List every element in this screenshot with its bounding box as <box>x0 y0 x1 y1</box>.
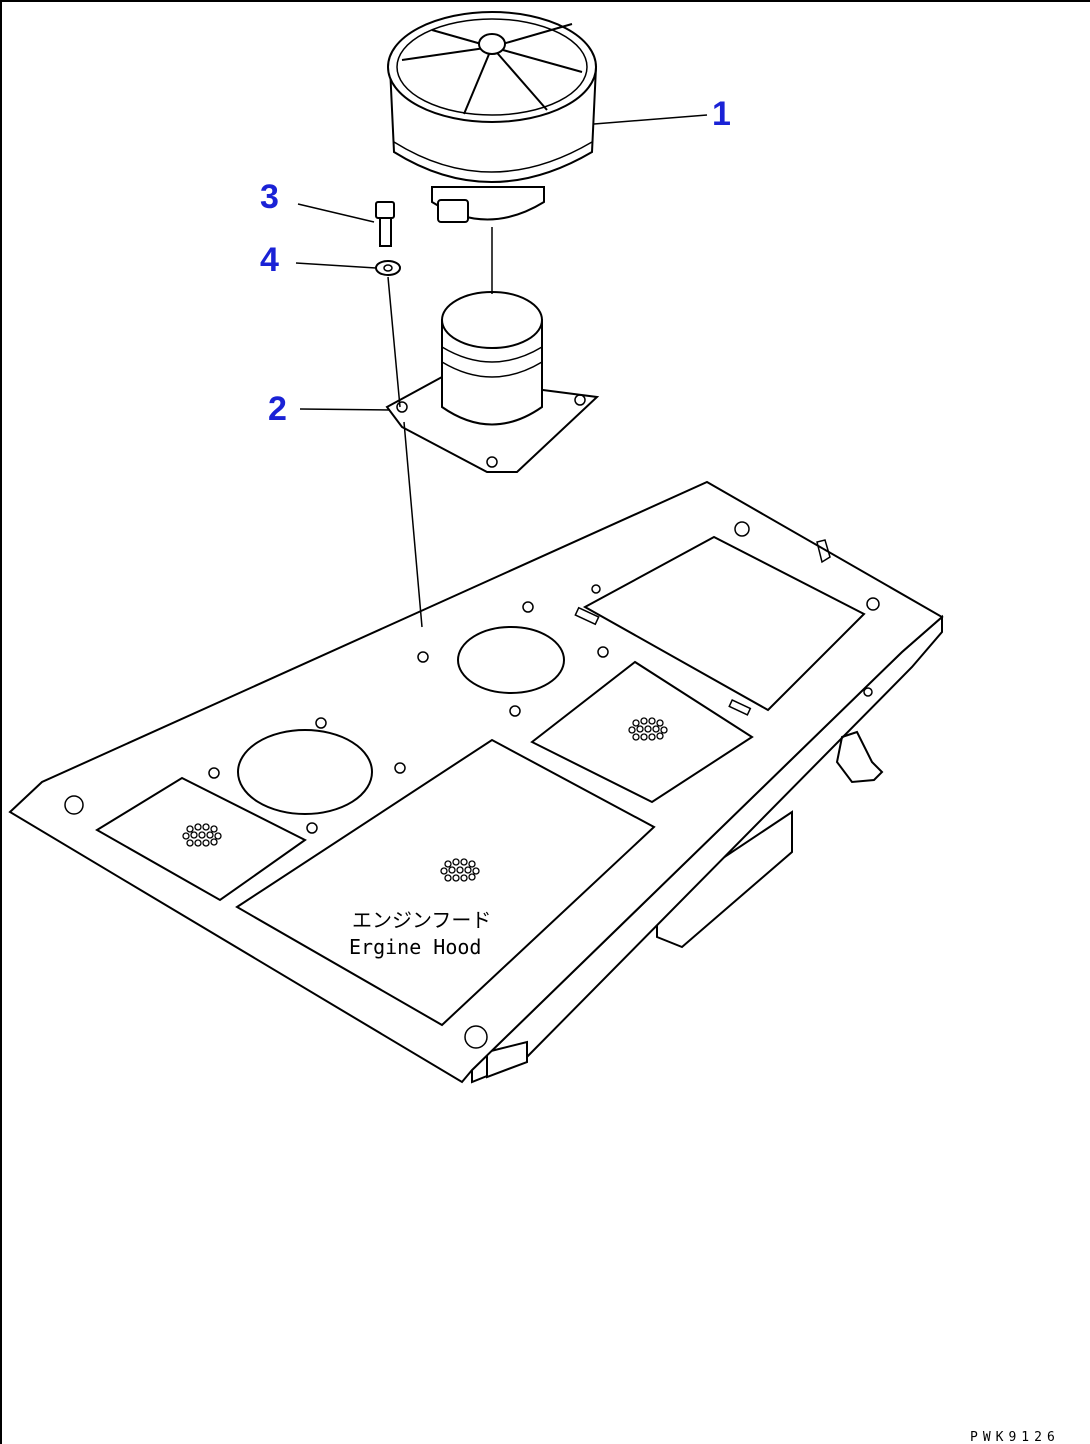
pre-cleaner-cap <box>387 11 597 123</box>
callout-2: 2 <box>268 390 287 428</box>
part-4-washer <box>375 260 401 276</box>
leader-line-2 <box>299 408 391 411</box>
hood-top-clip <box>816 539 831 564</box>
hood-panel-center <box>235 738 656 1027</box>
callout-3: 3 <box>260 178 279 216</box>
mount-tube-top <box>441 291 543 349</box>
hood-label-japanese: エンジンフード <box>352 908 491 932</box>
assembly-line-bolt <box>387 276 401 408</box>
hood-top-plate <box>8 480 944 1084</box>
hood-side-bracket <box>835 730 884 784</box>
hood-slot-top <box>574 606 600 626</box>
hood-label-english: Ergine Hood <box>349 935 481 959</box>
leader-line-3 <box>297 203 375 223</box>
hood-corner-tab <box>486 1040 528 1079</box>
callout-4: 4 <box>260 241 279 279</box>
leader-line-4 <box>295 262 377 269</box>
drawing-id: PWK9126 <box>970 1430 1060 1444</box>
hood-mounting-holes <box>64 521 880 1049</box>
engine-hood-panel: エンジンフード Ergine Hood <box>8 480 944 1084</box>
hood-panel-top-right <box>582 535 866 712</box>
hood-panel-left <box>95 776 307 902</box>
hood-underside-box <box>656 810 793 949</box>
part-1-pre-cleaner <box>387 11 598 223</box>
vent-perforations <box>182 717 668 882</box>
part-2-mount-base <box>385 291 600 473</box>
hood-round-opening-right <box>457 626 565 694</box>
leader-line-1 <box>593 114 708 125</box>
clamp-bolt <box>437 199 469 223</box>
part-3-bolt <box>375 201 395 247</box>
mount-tube <box>441 319 543 426</box>
assembly-line-hood <box>403 421 423 628</box>
callout-1: 1 <box>712 95 731 133</box>
cap-center-knob <box>478 33 506 55</box>
hood-panel-mid-right <box>530 660 754 804</box>
hood-slot-right <box>728 699 752 716</box>
hood-round-opening-left <box>237 729 373 815</box>
